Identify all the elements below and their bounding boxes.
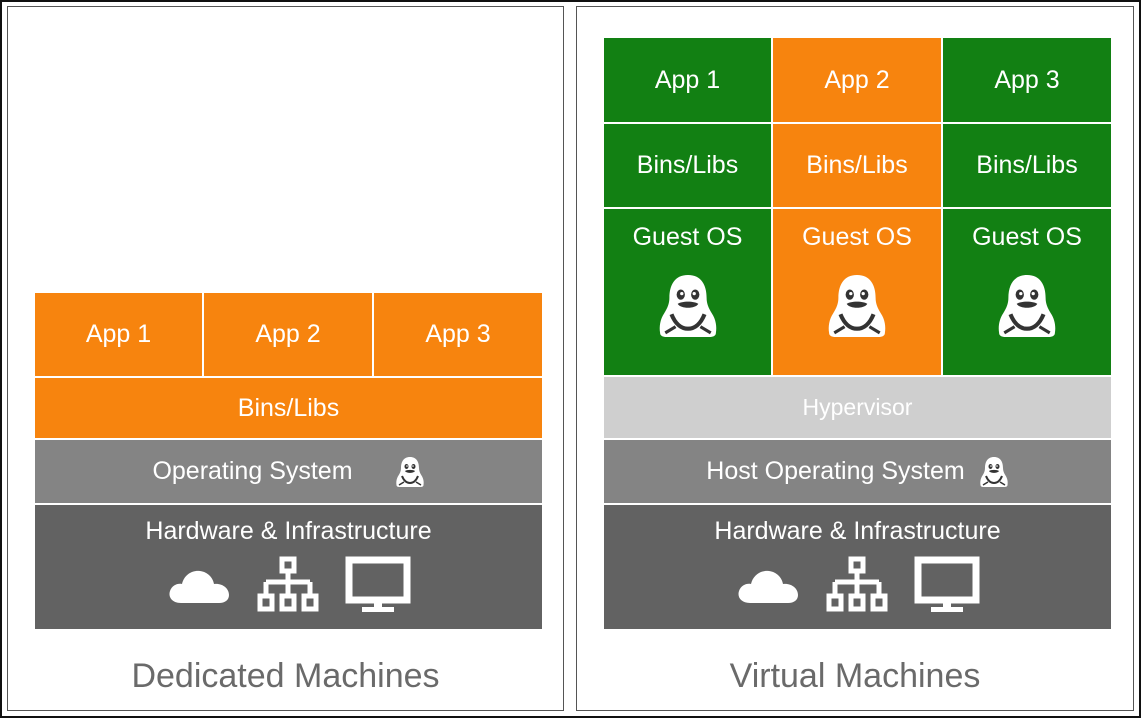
caption-virtual: Virtual Machines — [729, 657, 981, 695]
linux-tux-icon — [979, 455, 1009, 488]
app-label: App 2 — [255, 320, 321, 348]
app-label: App 3 — [994, 65, 1060, 94]
guest-os-label: Guest OS — [972, 223, 1082, 251]
guest-os-label: Guest OS — [802, 223, 912, 251]
monitor-icon — [914, 556, 980, 614]
bins-libs-label: Bins/Libs — [237, 393, 340, 422]
vm-guest-os-2: Guest OS — [773, 209, 941, 375]
vm-hardware: Hardware & Infrastructure — [604, 505, 1111, 629]
bins-libs-label: Bins/Libs — [976, 151, 1078, 179]
vm-app-3: App 3 — [943, 38, 1111, 122]
linux-tux-icon — [996, 272, 1058, 340]
dedicated-app-2: App 2 — [204, 293, 372, 376]
vm-app-1: App 1 — [604, 38, 771, 122]
cloud-icon — [737, 570, 798, 603]
virtual-machines-panel: App 1 App 2 App 3 Bins/Libs Bins/Libs Bi… — [576, 6, 1134, 711]
dedicated-app-3: App 3 — [374, 293, 542, 376]
bins-libs-label: Bins/Libs — [636, 151, 739, 179]
vm-guest-os-3: Guest OS — [943, 209, 1111, 375]
vm-host-operating-system: Host Operating System — [604, 440, 1111, 503]
vm-guest-os-1: Guest OS — [604, 209, 771, 375]
dedicated-app-1: App 1 — [35, 293, 202, 376]
hypervisor: Hypervisor — [604, 377, 1111, 438]
linux-tux-icon — [657, 272, 719, 340]
hypervisor-label: Hypervisor — [802, 394, 913, 420]
network-hierarchy-icon — [826, 556, 888, 614]
bins-libs-label: Bins/Libs — [806, 151, 908, 179]
linux-tux-icon — [394, 455, 425, 488]
dedicated-hardware: Hardware & Infrastructure — [35, 505, 542, 629]
app-label: App 3 — [425, 320, 491, 348]
vm-bins-libs-2: Bins/Libs — [773, 124, 941, 207]
caption-dedicated: Dedicated Machines — [131, 657, 440, 695]
dedicated-operating-system: Operating System — [35, 440, 542, 503]
vm-bins-libs-1: Bins/Libs — [604, 124, 771, 207]
linux-tux-icon — [826, 272, 888, 340]
vm-bins-libs-3: Bins/Libs — [943, 124, 1111, 207]
dedicated-bins-libs: Bins/Libs — [35, 378, 542, 438]
network-hierarchy-icon — [257, 556, 319, 614]
guest-os-label: Guest OS — [632, 223, 743, 251]
app-label: App 2 — [824, 65, 890, 94]
cloud-icon — [168, 570, 229, 603]
os-label: Operating System — [152, 457, 353, 485]
dedicated-machines-panel: App 1 App 2 App 3 Bins/Libs Operating Sy… — [7, 6, 564, 711]
app-label: App 1 — [654, 65, 721, 94]
app-label: App 1 — [85, 320, 152, 348]
hardware-label: Hardware & Infrastructure — [145, 517, 432, 545]
hardware-label: Hardware & Infrastructure — [714, 517, 1001, 545]
vm-app-2: App 2 — [773, 38, 941, 122]
monitor-icon — [345, 556, 411, 614]
host-os-label: Host Operating System — [706, 457, 965, 485]
